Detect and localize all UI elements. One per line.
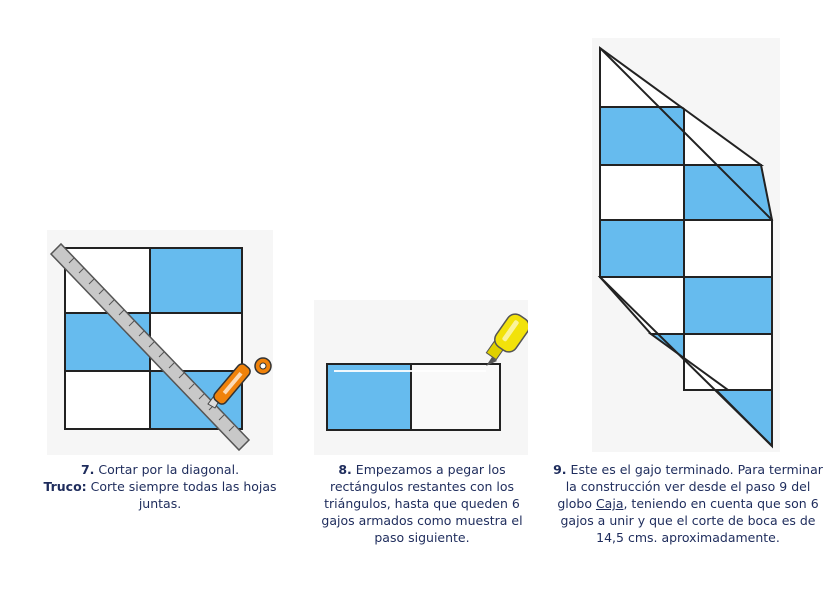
cutter-icon [207, 357, 272, 409]
step-number: 7. [80, 462, 95, 477]
step-8-caption: 8. Empezamos a pegar los rectángulos res… [306, 461, 538, 546]
ruler-icon [49, 242, 251, 452]
step-text-continued: , teniendo en cuenta que son 6 gajos a u… [560, 496, 819, 545]
step-text: Empezamos a pegar los rectángulos restan… [321, 462, 523, 545]
step-number: 8. [338, 462, 352, 477]
step-number: 9. [553, 462, 567, 477]
step-text: Cortar por la diagonal. [98, 462, 240, 477]
step-8-illustration [314, 300, 528, 455]
step-7-caption: 7. Cortar por la diagonal. Truco: Corte … [40, 461, 280, 512]
tip-text: Corte siempre todas las hojas juntas. [90, 479, 277, 511]
step-9-illustration [592, 38, 780, 452]
step-7-illustration [47, 230, 273, 455]
glue-bottle-icon [485, 313, 528, 366]
step-9-caption: 9. Este es el gajo terminado. Para termi… [552, 461, 824, 546]
globo-caja-link[interactable]: Caja [595, 496, 624, 511]
tip-label: Truco: [43, 479, 87, 494]
step-text: Este es el gajo terminado. Para terminar… [557, 462, 823, 511]
